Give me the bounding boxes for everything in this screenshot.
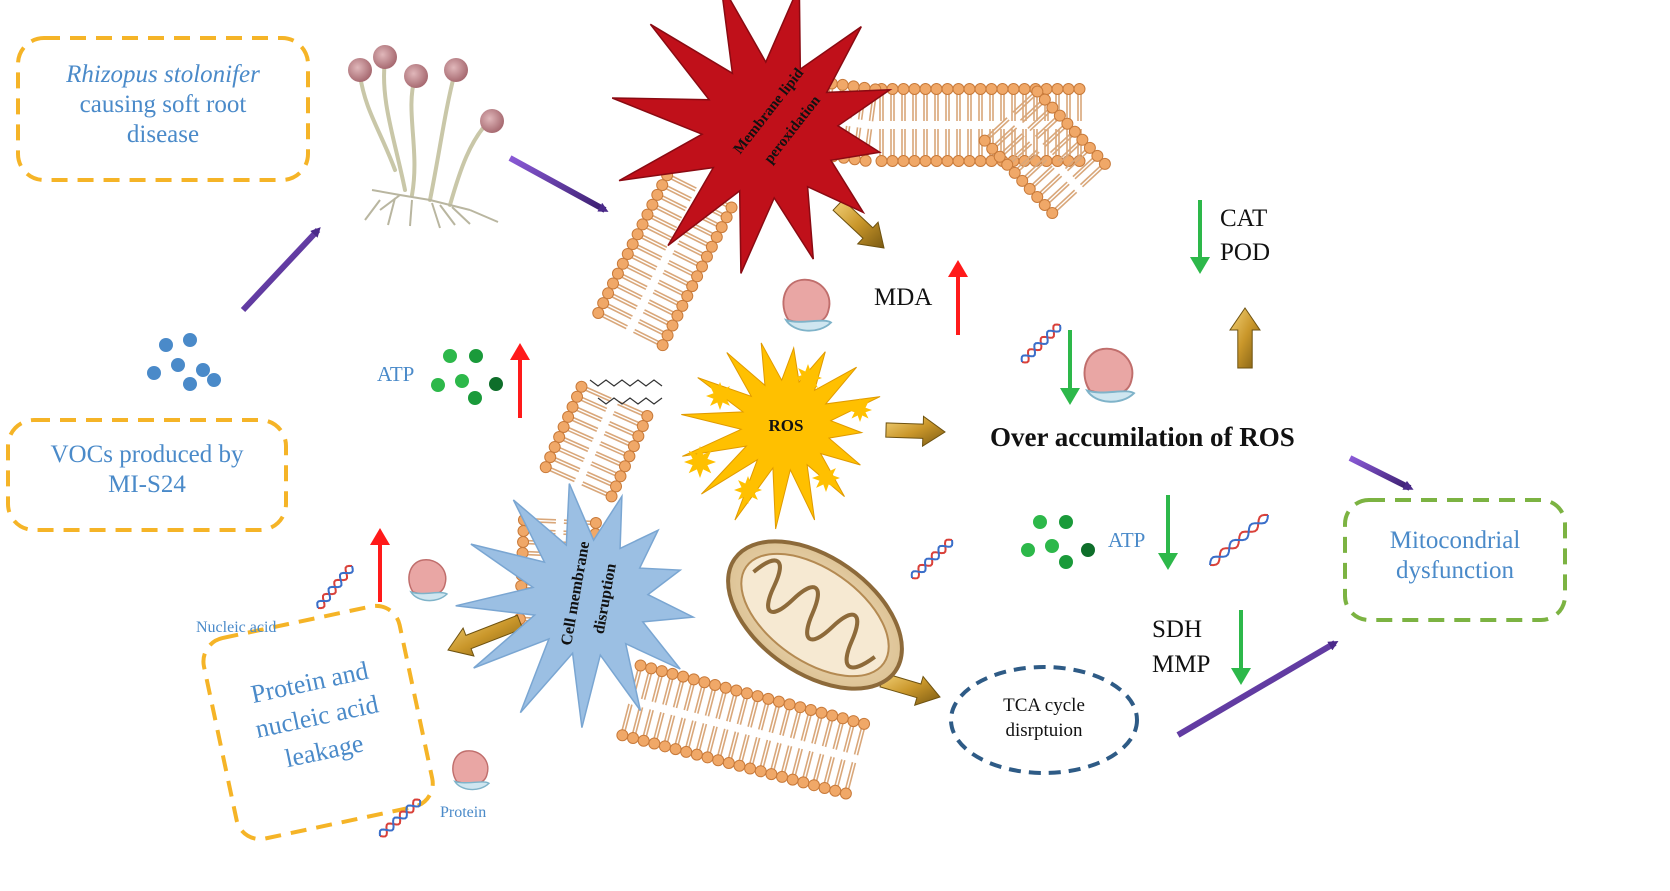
green-decrease-arrows xyxy=(1060,200,1251,685)
voc-molecules-icon xyxy=(147,333,221,391)
vocs-box xyxy=(6,418,288,532)
cell-membrane-bilayer xyxy=(513,68,1111,800)
atp-right-molecules-icon xyxy=(1021,515,1095,569)
lipid-peroxidation-burst xyxy=(611,0,893,274)
sdh-label: SDH xyxy=(1152,616,1203,643)
cat-pod-label: CAT POD xyxy=(1220,202,1270,270)
atp-decrease-arrow xyxy=(1158,495,1178,570)
mda-increase-arrow xyxy=(948,260,968,335)
leakage-box xyxy=(201,603,435,842)
ros-burst xyxy=(681,342,881,530)
atp-left-molecules-icon xyxy=(431,349,503,405)
tca-line-1: TCA cycle xyxy=(1003,695,1085,716)
vocs-label: VOCs produced by MI-S24 xyxy=(8,440,286,500)
arrow-fungus-to-membrane xyxy=(508,155,609,213)
rhizopus-fungus-icon xyxy=(348,45,504,229)
cell-membrane-disruption-burst xyxy=(455,483,696,728)
rhizopus-label: Rhizopus stolonifer causing soft root di… xyxy=(18,60,308,150)
mitochondrion-icon xyxy=(726,539,904,691)
atp-left-label: ATP xyxy=(377,362,415,386)
red-increase-arrows xyxy=(370,260,968,602)
tca-label: TCA cycle disrptuion xyxy=(951,694,1137,743)
cat-label: CAT xyxy=(1220,205,1268,232)
nucleic-acid-label: Nucleic acid xyxy=(196,619,277,636)
arrow-tca-to-mito xyxy=(1176,640,1339,738)
leakage-label: Protein and nucleic acid leakage xyxy=(248,656,381,773)
rhizopus-line-3: disease xyxy=(126,121,200,148)
mitochondrial-label: Mitocondrial dysfunction xyxy=(1345,526,1565,586)
mitochondrial-box xyxy=(1343,498,1567,622)
mda-label: MDA xyxy=(874,284,933,311)
ros-burst-label: ROS xyxy=(769,416,804,435)
atp-right-label: ATP xyxy=(1108,528,1146,552)
rhizopus-species: Rhizopus stolonifer xyxy=(66,61,260,88)
arrow-ros-to-mito xyxy=(1348,455,1414,491)
rhizopus-box xyxy=(16,36,310,182)
sdh-mmp-label: SDH MMP xyxy=(1152,612,1210,682)
purple-arrows xyxy=(240,155,1414,738)
vocs-line-1: VOCs produced by xyxy=(50,441,244,468)
gold-flow-arrows xyxy=(447,199,1261,706)
ros-decrease-arrow xyxy=(1060,330,1080,405)
tca-line-2: disrptuion xyxy=(1005,719,1083,741)
arrow-vocs-to-fungus xyxy=(240,227,321,313)
over-accumulation-ros-label: Over accumilation of ROS xyxy=(990,422,1295,452)
tca-cycle-ellipse xyxy=(949,665,1139,775)
protein-label: Protein xyxy=(440,804,487,821)
vocs-line-2: MI-S24 xyxy=(108,471,186,498)
protein-icons xyxy=(408,278,1136,791)
nucleic-acid-icons xyxy=(316,323,1269,838)
ros-particles-icon xyxy=(684,364,872,504)
pod-label: POD xyxy=(1220,238,1271,266)
leakage-increase-arrow xyxy=(370,528,390,602)
atp-increase-arrow xyxy=(510,343,530,418)
mmp-label: MMP xyxy=(1152,651,1211,678)
sdh-mmp-decrease-arrow xyxy=(1231,610,1251,685)
mito-line-2: dysfunction xyxy=(1395,557,1515,584)
mito-line-1: Mitocondrial xyxy=(1389,527,1521,554)
rhizopus-line-2: causing soft root xyxy=(79,91,247,118)
cat-pod-decrease-arrow xyxy=(1190,200,1210,274)
